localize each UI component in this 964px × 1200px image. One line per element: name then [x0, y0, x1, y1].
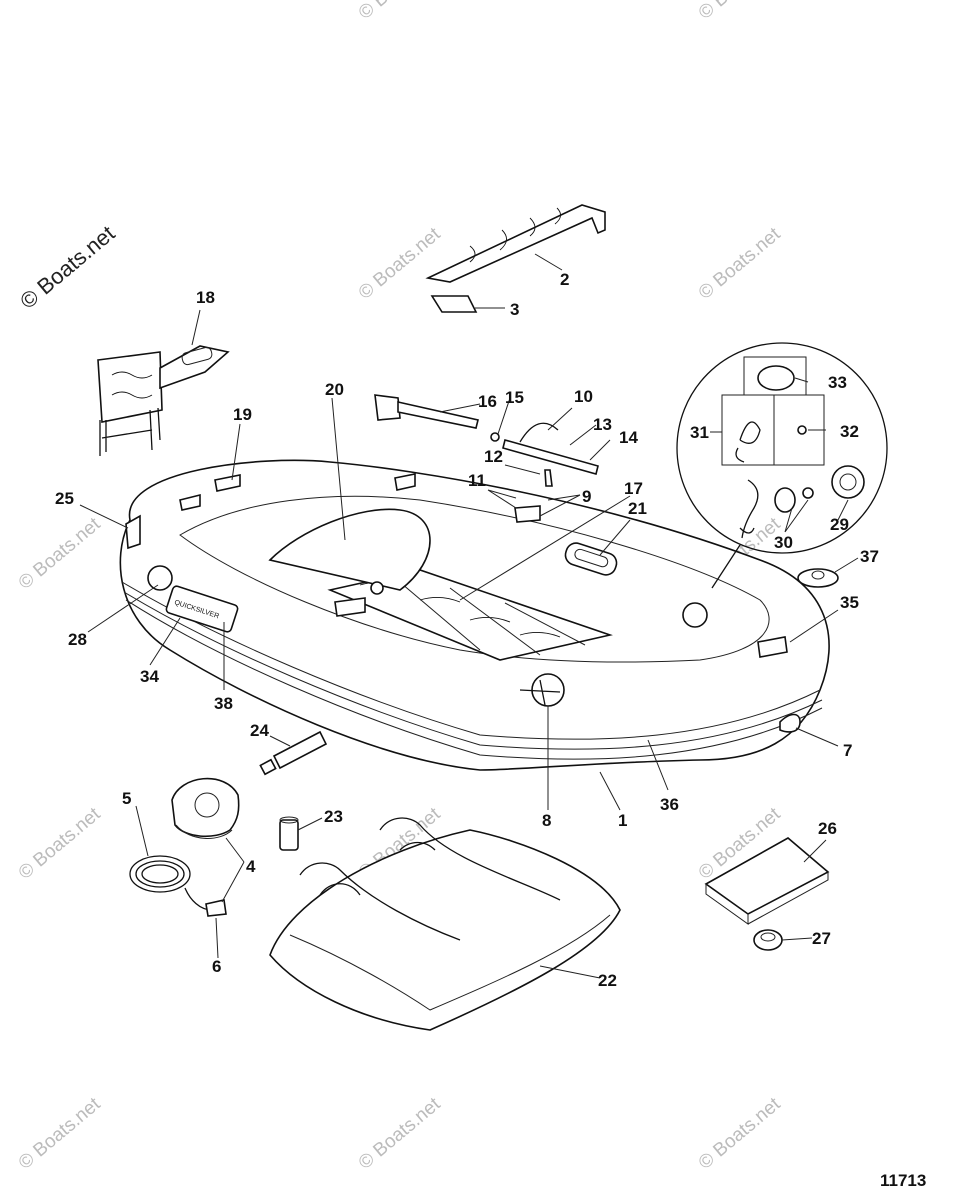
- watermark: © Boats.net: [695, 1093, 785, 1174]
- callout-14[interactable]: 14: [619, 428, 638, 447]
- callout-24[interactable]: 24: [250, 721, 269, 740]
- callout-4[interactable]: 4: [246, 857, 256, 876]
- watermark: © Boats.net: [355, 223, 445, 304]
- oar-parts[interactable]: [374, 394, 599, 509]
- callout-18[interactable]: 18: [196, 288, 215, 307]
- watermark: © Boats.net: [15, 803, 105, 884]
- leader-lines: [79, 253, 859, 979]
- callout-34[interactable]: 34: [140, 667, 159, 686]
- callout-33[interactable]: 33: [828, 373, 847, 392]
- callout-13[interactable]: 13: [593, 415, 612, 434]
- callout-9[interactable]: 9: [582, 487, 591, 506]
- callout-36[interactable]: 36: [660, 795, 679, 814]
- callout-1[interactable]: 1: [618, 811, 627, 830]
- carry-bag-part[interactable]: [269, 817, 621, 1031]
- callout-37[interactable]: 37: [860, 547, 879, 566]
- callout-19[interactable]: 19: [233, 405, 252, 424]
- callout-6[interactable]: 6: [212, 957, 221, 976]
- watermark: © Boats.net: [355, 1093, 445, 1174]
- callout-26[interactable]: 26: [818, 819, 837, 838]
- watermark: © Boats.net: [15, 513, 105, 594]
- pump-hose-part[interactable]: [129, 855, 227, 917]
- watermark: © Boats.net: [355, 0, 445, 24]
- callout-20[interactable]: 20: [325, 380, 344, 399]
- callout-21[interactable]: 21: [628, 499, 647, 518]
- callout-12[interactable]: 12: [484, 447, 503, 466]
- callout-3[interactable]: 3: [510, 300, 519, 319]
- callouts: 2 3 18 19 20 25 28 34 38 16 15 10 13 14 …: [55, 270, 879, 990]
- callout-16[interactable]: 16: [478, 392, 497, 411]
- callout-10[interactable]: 10: [574, 387, 593, 406]
- callout-11[interactable]: 11: [468, 471, 486, 490]
- foot-pump-part[interactable]: [171, 777, 240, 839]
- callout-31[interactable]: 31: [690, 423, 709, 442]
- callout-23[interactable]: 23: [324, 807, 343, 826]
- callout-2[interactable]: 2: [560, 270, 569, 289]
- callout-38[interactable]: 38: [214, 694, 233, 713]
- callout-5[interactable]: 5: [122, 789, 131, 808]
- callout-25[interactable]: 25: [55, 489, 74, 508]
- cap-part[interactable]: [797, 568, 839, 588]
- callout-15[interactable]: 15: [505, 388, 524, 407]
- watermark: © Boats.net: [695, 223, 785, 304]
- watermark-large: © Boats.net: [15, 221, 119, 314]
- repair-tube-part[interactable]: [259, 730, 328, 776]
- callout-29[interactable]: 29: [830, 515, 849, 534]
- seat-part[interactable]: [425, 204, 606, 283]
- figure-id: 11713: [880, 1171, 926, 1190]
- callout-35[interactable]: 35: [840, 593, 859, 612]
- inflatable-boat-hull[interactable]: QUICKSILVER: [119, 459, 830, 771]
- callout-28[interactable]: 28: [68, 630, 87, 649]
- valve-detail-circle: [676, 342, 888, 589]
- watermark: © Boats.net: [15, 1093, 105, 1174]
- callout-32[interactable]: 32: [840, 422, 859, 441]
- callout-8[interactable]: 8: [542, 811, 551, 830]
- callout-30[interactable]: 30: [774, 533, 793, 552]
- callout-27[interactable]: 27: [812, 929, 831, 948]
- callout-17[interactable]: 17: [624, 479, 643, 498]
- motor-mount-part[interactable]: [97, 345, 230, 456]
- adhesive-can-part[interactable]: [279, 816, 299, 851]
- seat-clip-part[interactable]: [430, 295, 478, 313]
- owners-manual-part[interactable]: [704, 837, 830, 925]
- callout-7[interactable]: 7: [843, 741, 852, 760]
- tape-roll-part[interactable]: [753, 929, 783, 951]
- callout-22[interactable]: 22: [598, 971, 617, 990]
- watermark: © Boats.net: [695, 0, 785, 24]
